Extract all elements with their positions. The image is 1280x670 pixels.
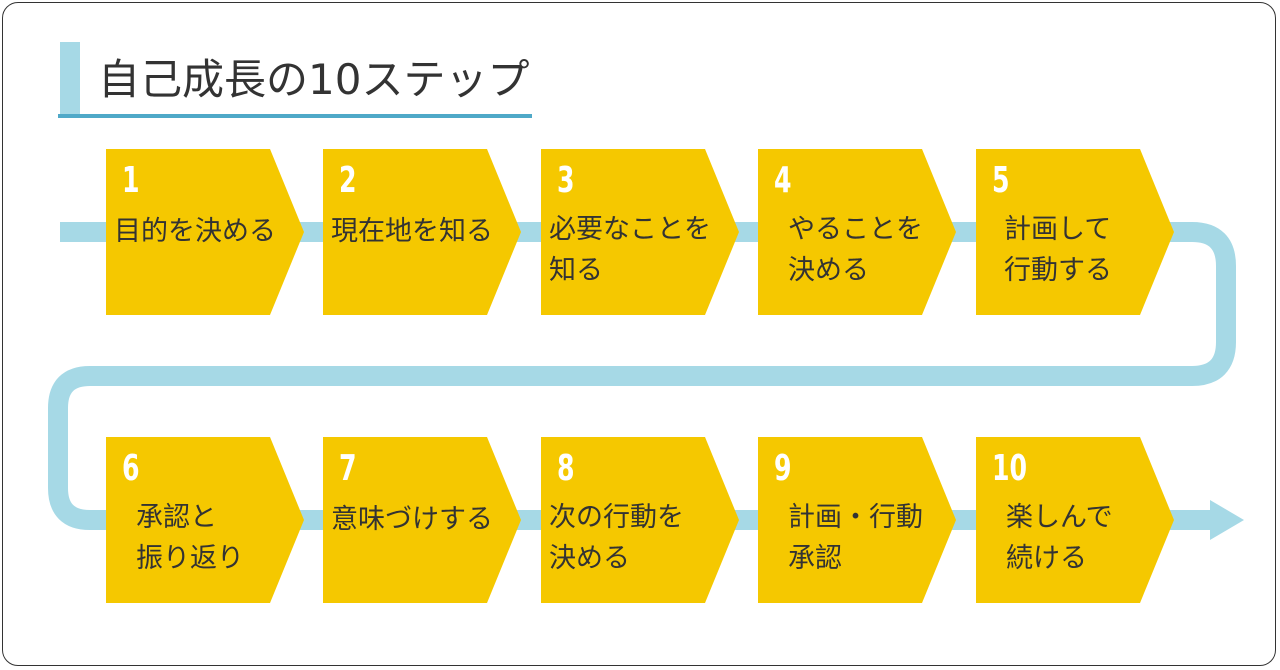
step-5-number: 5 — [992, 160, 1010, 201]
step-4-shape — [758, 149, 956, 315]
step-9-shape — [758, 437, 956, 603]
step-5-label: 計画して 行動する — [1004, 214, 1112, 286]
steps-group — [106, 149, 1174, 603]
title-underline — [58, 114, 532, 118]
step-5-shape — [976, 149, 1174, 315]
step-4-label: やることを 決める — [788, 214, 923, 286]
step-9-label: 計画・行動 承認 — [788, 502, 923, 574]
title-accent-bar — [60, 42, 80, 116]
step-2-label: 現在地を知る — [331, 216, 493, 247]
step-8-shape — [541, 437, 739, 603]
step-7-shape — [323, 437, 521, 603]
step-4-number: 4 — [774, 160, 792, 201]
flow-arrowhead — [1210, 500, 1244, 540]
step-1-shape — [106, 149, 304, 315]
step-6-number: 6 — [122, 448, 140, 489]
step-1-number: 1 — [122, 160, 140, 201]
step-10-shape — [976, 437, 1174, 603]
connector-path — [48, 222, 1236, 530]
step-7-number: 7 — [339, 448, 357, 489]
diagram-title: 自己成長の10ステップ — [98, 55, 530, 104]
step-7-label: 意味づけする — [331, 504, 493, 535]
step-8-label: 次の行動を 決める — [549, 502, 684, 574]
step-10-number: 10 — [992, 448, 1028, 489]
step-2-shape — [323, 149, 521, 315]
step-10-label: 楽しんで 続ける — [1006, 502, 1113, 574]
step-2-number: 2 — [339, 160, 357, 201]
step-6-shape — [106, 437, 304, 603]
step-3-shape — [541, 149, 739, 315]
step-3-label: 必要なことを 知る — [549, 214, 711, 286]
step-3-number: 3 — [557, 160, 575, 201]
step-8-number: 8 — [557, 448, 575, 489]
step-6-label: 承認と 振り返り — [136, 502, 244, 574]
step-1-label: 目的を決める — [114, 216, 276, 247]
step-9-number: 9 — [774, 448, 792, 489]
